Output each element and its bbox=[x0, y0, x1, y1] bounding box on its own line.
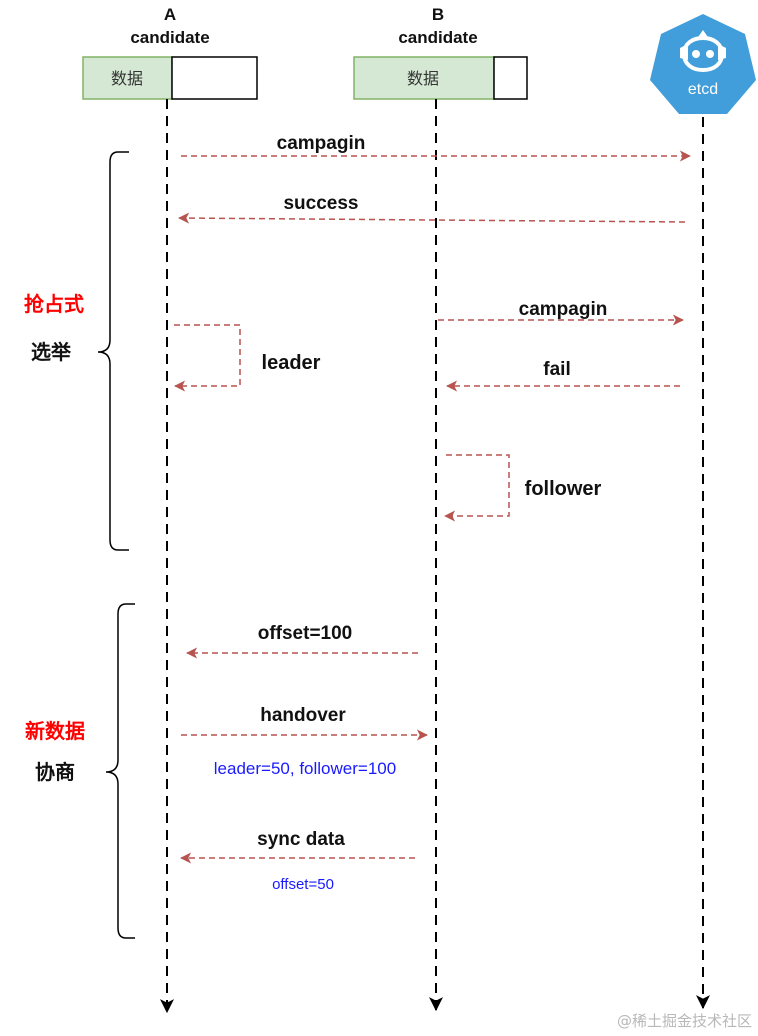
participant-b-name: B bbox=[432, 5, 444, 24]
message-label: follower bbox=[525, 478, 602, 500]
message-b-sync-data: sync data offset=50 bbox=[180, 829, 415, 893]
participant-a-data-box bbox=[82, 56, 173, 100]
message-label: handover bbox=[260, 705, 346, 726]
self-message-leader: leader bbox=[174, 324, 321, 392]
phase-negotiation-subtitle: 协商 bbox=[35, 760, 75, 784]
message-etcd-fail: fail bbox=[446, 359, 680, 392]
participant-etcd: etcd bbox=[650, 14, 756, 1010]
phase-election-subtitle: 选举 bbox=[31, 340, 72, 364]
participant-a-empty-box bbox=[171, 56, 258, 100]
message-arrow bbox=[444, 454, 510, 522]
message-label: success bbox=[283, 193, 358, 214]
etcd-logo-icon bbox=[650, 14, 756, 114]
participant-a-name: A bbox=[164, 5, 176, 24]
participant-a-data-label: 数据 bbox=[111, 69, 143, 88]
message-label: sync data bbox=[257, 829, 345, 850]
message-arrow bbox=[174, 324, 241, 392]
message-label: offset=100 bbox=[258, 623, 353, 644]
message-label: campagin bbox=[519, 299, 608, 320]
participant-a: A candidate 数据 bbox=[82, 5, 258, 1014]
message-note: leader=50, follower=100 bbox=[214, 759, 396, 778]
phase-negotiation-title: 新数据 bbox=[25, 719, 85, 743]
participant-b: B candidate 数据 bbox=[353, 5, 528, 1012]
phase-negotiation-brace bbox=[105, 603, 135, 939]
etcd-robot-icon bbox=[680, 30, 726, 73]
etcd-logo-text: etcd bbox=[688, 81, 718, 98]
message-arrow bbox=[178, 212, 686, 224]
message-note: offset=50 bbox=[272, 876, 334, 893]
participant-a-role: candidate bbox=[130, 28, 209, 47]
message-a-campaign: campagin bbox=[181, 133, 691, 162]
message-label: fail bbox=[543, 359, 570, 380]
watermark: @稀土掘金技术社区 bbox=[617, 1012, 752, 1030]
phase-election: 抢占式 选举 bbox=[24, 151, 129, 551]
message-label: leader bbox=[262, 352, 321, 374]
message-b-offset: offset=100 bbox=[186, 623, 418, 659]
participant-b-empty-box bbox=[493, 56, 528, 100]
self-message-follower: follower bbox=[444, 454, 602, 522]
message-a-handover: handover leader=50, follower=100 bbox=[181, 705, 428, 778]
message-etcd-success: success bbox=[178, 193, 686, 224]
participant-b-data-label: 数据 bbox=[407, 69, 439, 88]
phase-election-brace bbox=[97, 151, 129, 551]
participant-b-role: candidate bbox=[398, 28, 477, 47]
message-label: campagin bbox=[277, 133, 366, 154]
message-b-campaign: campagin bbox=[438, 299, 684, 326]
phase-negotiation: 新数据 协商 bbox=[25, 603, 135, 939]
phase-election-title: 抢占式 bbox=[24, 292, 84, 316]
